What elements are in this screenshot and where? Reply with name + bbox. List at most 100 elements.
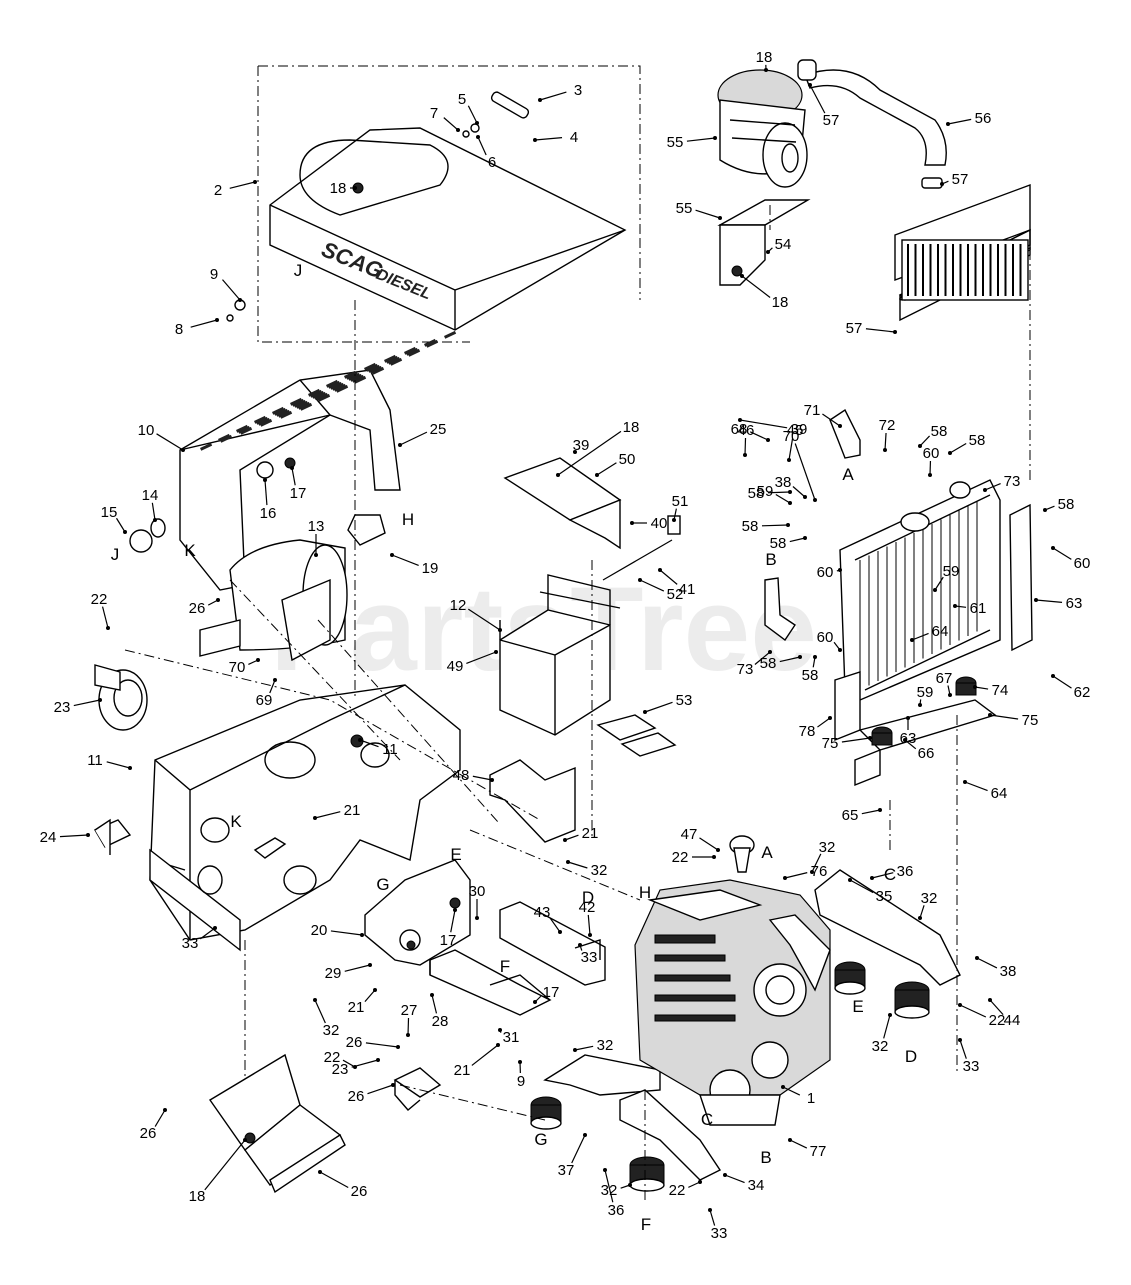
callout-32: 32 [573,1037,613,1054]
leader-arrowhead [983,488,987,492]
leader-arrowhead [888,1013,892,1017]
leader-arrowhead [918,444,922,448]
leader-arrowhead [216,598,220,602]
callout-number: 5 [458,91,466,108]
leader-arrowhead [490,778,494,782]
leader-line [103,607,108,628]
leader-arrowhead [456,128,460,132]
leader-line [535,138,562,140]
leader-arrowhead [538,98,542,102]
callout-37: 37 [558,1133,587,1179]
callout-number: 13 [308,518,325,535]
leader-line [960,1005,986,1017]
leader-arrowhead [928,473,932,477]
connector-letter-B: B [760,1148,771,1167]
callout-20: 20 [311,922,364,939]
leader-arrowhead [313,998,317,1002]
connector-letter-D: D [582,888,594,907]
callout-76: 76 [783,863,827,880]
callout-number: 8 [175,321,183,338]
callout-9: 9 [210,266,242,302]
leader-arrowhead [798,655,802,659]
callout-number: 12 [450,597,467,614]
callout-number: 22 [669,1182,686,1199]
callout-32: 32 [566,860,607,879]
callout-number: 21 [454,1062,471,1079]
callout-number: 58 [969,432,986,449]
connector-letter-G: G [376,875,389,894]
connector-letter-D: D [905,1047,917,1066]
callout-number: 18 [189,1188,206,1205]
leader-arrowhead [358,738,362,742]
leader-line [540,92,566,100]
leader-arrowhead [838,568,842,572]
leader-arrowhead [883,448,887,452]
callout-number: 24 [40,829,57,846]
leader-arrowhead [238,298,242,302]
callout-22: 22 [669,1180,702,1199]
leader-arrowhead [708,1208,712,1212]
leader-line [948,119,971,124]
leader-line [885,433,886,450]
leader-arrowhead [787,458,791,462]
leader-line [572,1135,585,1163]
callout-number: 3 [574,82,582,99]
callout-number: 23 [54,699,71,716]
callout-number: 48 [453,767,470,784]
callout-number: 28 [432,1013,449,1030]
leader-arrowhead [718,216,722,220]
callout-number: 2 [214,182,222,199]
connector-letter-C: C [701,1110,713,1129]
leader-arrowhead [476,135,480,139]
isolator-part-33 [835,962,865,994]
leader-arrowhead [786,523,790,527]
leader-line [745,438,746,455]
leader-line [116,518,125,532]
callout-11: 11 [87,752,132,770]
callout-55: 55 [667,134,717,151]
leader-arrowhead [788,1138,792,1142]
leader-line [331,931,362,935]
connector-letter-K: K [184,541,196,560]
connector-letter-A: A [842,465,854,484]
isolator-part-33 [630,1157,664,1191]
callout-number: 32 [921,890,938,907]
callout-number: 18 [623,419,640,436]
callout-number: 70 [783,428,800,445]
callout-number: 32 [872,1038,889,1055]
leader-arrowhead [453,908,457,912]
isolator-part-33 [531,1097,561,1129]
callout-number: 26 [346,1034,363,1051]
leader-line [60,835,88,837]
leader-line [862,810,880,814]
leader-arrowhead [128,766,132,770]
connector-letter-F: F [500,957,510,976]
callout-number: 68 [731,421,748,438]
callout-27: 27 [401,1002,418,1037]
callout-number: 51 [672,493,689,510]
leader-arrowhead [86,833,90,837]
callout-15: 15 [101,504,127,534]
callout-number: 30 [469,883,486,900]
callout-number: 29 [325,965,342,982]
leader-arrowhead [583,1133,587,1137]
callout-55: 55 [676,200,722,220]
leader-line [468,106,477,123]
callout-number: 58 [742,518,759,535]
callout-number: 57 [846,320,863,337]
leader-arrowhead [766,438,770,442]
callout-number: 21 [344,802,361,819]
callout-65: 65 [842,807,882,824]
leader-arrowhead [813,498,817,502]
connector-letter-K: K [230,812,242,831]
callout-number: 9 [210,266,218,283]
leader-arrowhead [318,1170,322,1174]
hose-part-69 [830,410,860,458]
leader-line [687,138,715,141]
callout-number: 32 [323,1022,340,1039]
callout-number: 33 [182,935,199,952]
callout-number: 39 [573,437,590,454]
leader-arrowhead [106,626,110,630]
connector-letter-A: A [761,843,773,862]
leader-line [155,1110,165,1127]
